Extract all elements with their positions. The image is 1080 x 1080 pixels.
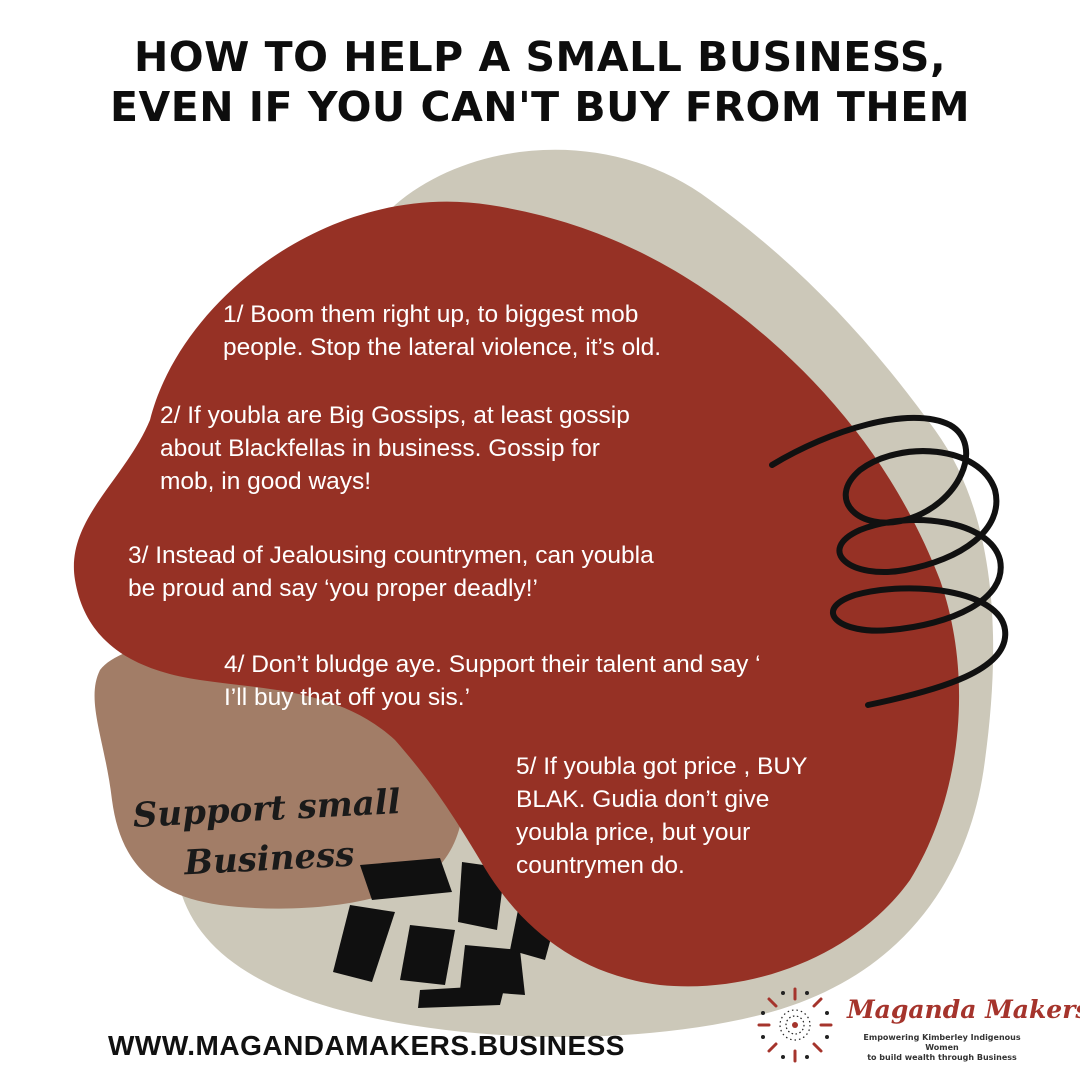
tip-1: 1/ Boom them right up, to biggest mob pe…	[223, 298, 661, 364]
tip-2-line-1: 2/ If youbla are Big Gossips, at least g…	[160, 402, 630, 429]
tip-2: 2/ If youbla are Big Gossips, at least g…	[160, 399, 630, 498]
tip-4-line-2: I’ll buy that off you sis.’	[224, 684, 471, 711]
tip-3-line-1: 3/ Instead of Jealousing countrymen, can…	[128, 542, 654, 569]
tip-5: 5/ If youbla got price , BUY BLAK. Gudia…	[516, 750, 807, 882]
logo-tagline-line-2: to build wealth through Business	[867, 1053, 1017, 1062]
dot-circle-sun-icon	[757, 987, 833, 1063]
tip-4-line-1: 4/ Don’t bludge aye. Support their talen…	[224, 651, 761, 678]
tip-5-line-2: BLAK. Gudia don’t give	[516, 786, 770, 813]
title-line-1: HOW TO HELP A SMALL BUSINESS,	[133, 33, 947, 81]
tip-4: 4/ Don’t bludge aye. Support their talen…	[224, 648, 761, 714]
support-small-business-badge: Support small Business	[116, 776, 421, 892]
logo-tagline: Empowering Kimberley Indigenous Women to…	[847, 1033, 1037, 1063]
page-title: HOW TO HELP A SMALL BUSINESS, EVEN IF YO…	[0, 32, 1080, 132]
tip-2-line-2: about Blackfellas in business. Gossip fo…	[160, 435, 600, 462]
tip-2-line-3: mob, in good ways!	[160, 468, 372, 495]
scribble-stroke	[769, 414, 1009, 708]
tip-3-line-2: be proud and say ‘you proper deadly!’	[128, 575, 538, 602]
website-url[interactable]: WWW.MAGANDAMAKERS.BUSINESS	[108, 1030, 625, 1061]
maganda-makers-logo: Maganda Makers Empowering Kimberley Indi…	[755, 985, 1080, 1065]
tip-1-line-1: 1/ Boom them right up, to biggest mob	[223, 301, 639, 328]
tip-5-line-4: countrymen do.	[516, 852, 685, 879]
logo-tagline-line-1: Empowering Kimberley Indigenous Women	[863, 1033, 1021, 1052]
tip-3: 3/ Instead of Jealousing countrymen, can…	[128, 539, 654, 605]
logo-name: Maganda Makers	[847, 995, 1080, 1024]
tip-1-line-2: people. Stop the lateral violence, it’s …	[223, 334, 662, 361]
tip-5-line-1: 5/ If youbla got price , BUY	[516, 753, 808, 780]
title-line-2: EVEN IF YOU CAN'T BUY FROM THEM	[109, 83, 971, 131]
tip-5-line-3: youbla price, but your	[516, 819, 751, 846]
red-blob-shape	[73, 201, 960, 987]
